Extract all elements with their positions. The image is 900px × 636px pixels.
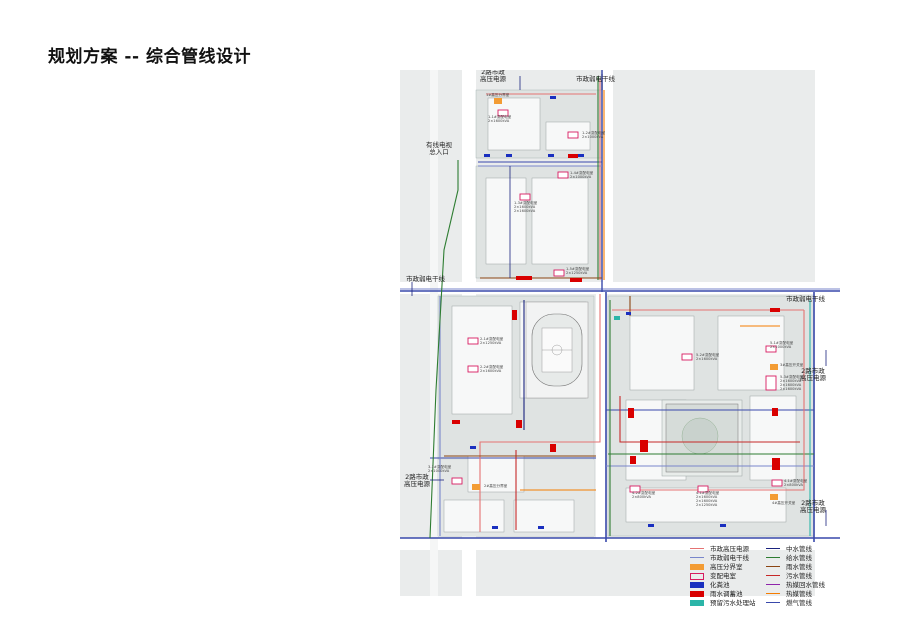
legend-swatch <box>766 565 780 567</box>
room-label: 5-1#变配电室 2×1000kVA <box>770 341 794 349</box>
legend-item: 热媒管线 <box>766 589 812 599</box>
legend-swatch <box>766 601 780 603</box>
legend-item: 预留污水处理站 <box>690 598 756 608</box>
room-label: 2-2#变配电室 2×1600kVA <box>480 365 504 373</box>
label-left-trunk: 市政弱电干线 <box>406 275 445 283</box>
room-label: 1-5#变配电室 2×1250kVA <box>566 267 590 275</box>
label-cable-entry: 有线电视 总入口 <box>426 141 452 157</box>
room-label: 4-1#变配电室 2×1600kVA 2×1600kVA 2×1250kVA <box>696 491 720 507</box>
room-label: 1-2#变配电室 2×1000kVA <box>582 131 606 139</box>
page-title: 规划方案 -- 综合管线设计 <box>48 47 251 67</box>
legend-item: 市政高压电源 <box>690 544 749 554</box>
legend-item: 中水管线 <box>766 544 812 554</box>
legend-item: 化粪池 <box>690 580 730 590</box>
room-label: 5-2#变配电室 2×1600kVA <box>696 353 720 361</box>
room-label: 5-3#变配电室 2×1600kVA 2×1600kVA 2×1600kVA <box>780 375 804 391</box>
legend-swatch <box>690 564 704 570</box>
label-top-trunk: 市政弱电干线 <box>576 75 615 83</box>
legend-item: 高压分界室 <box>690 562 743 572</box>
room-label: 2#高压分界室 <box>484 484 508 488</box>
legend-item: 雨水管线 <box>766 562 812 572</box>
legend-swatch <box>766 574 780 576</box>
legend-item: 变配电室 <box>690 571 736 581</box>
label-right-source-upper: 2路市政 高压电源 <box>800 367 826 383</box>
legend-swatch <box>766 556 780 558</box>
legend-swatch <box>766 592 780 594</box>
legend-swatch <box>690 556 704 558</box>
label-right-source-lower: 2路市政 高压电源 <box>800 499 826 515</box>
legend-item: 污水管线 <box>766 571 812 581</box>
legend-swatch <box>690 547 704 549</box>
room-label: 1-3#变配电室 2×1600kVA 2×1600kVA <box>514 201 538 213</box>
legend-swatch <box>690 600 704 606</box>
legend-swatch <box>690 582 704 588</box>
label-top-source: 2路市政 高压电源 <box>480 70 506 84</box>
legend-item: 给水管线 <box>766 553 812 563</box>
room-label: 3#高压开关室 <box>780 363 804 367</box>
legend-swatch <box>766 547 780 549</box>
label-left-source: 2路市政 高压电源 <box>404 473 430 489</box>
room-label: 3-1#变配电室 2×1000kVA <box>428 465 452 473</box>
legend-swatch <box>690 591 704 597</box>
site-plan-drawing <box>400 70 840 596</box>
room-label: 4-2#变配电室 2×800kVA <box>632 491 656 499</box>
legend-swatch <box>766 583 780 585</box>
legend-item: 市政弱电干线 <box>690 553 749 563</box>
legend: 市政高压电源 市政弱电干线 高压分界室 变配电室 化粪池 雨水调蓄池 预留污水处… <box>690 544 840 608</box>
room-label: 1-4#变配电室 2×1000kVA <box>570 171 594 179</box>
room-label: 2-1#变配电室 2×1250kVA <box>480 337 504 345</box>
room-label: 4-1#变配电室 2×800kVA <box>784 479 808 487</box>
site-plan-map: 2路市政 高压电源 市政弱电干线 有线电视 总入口 市政弱电干线 市政弱电干线 … <box>400 70 840 596</box>
room-label: 1-1#变配电室 2×1600kVA <box>488 115 512 123</box>
legend-swatch <box>690 572 704 580</box>
legend-item: 燃气管线 <box>766 598 812 608</box>
room-label: 1#高压分界室 <box>486 93 510 97</box>
label-right-trunk: 市政弱电干线 <box>786 295 825 303</box>
legend-item: 热媒回水管线 <box>766 580 825 590</box>
room-label: 4#高压开关室 <box>772 501 796 505</box>
legend-item: 雨水调蓄池 <box>690 589 743 599</box>
